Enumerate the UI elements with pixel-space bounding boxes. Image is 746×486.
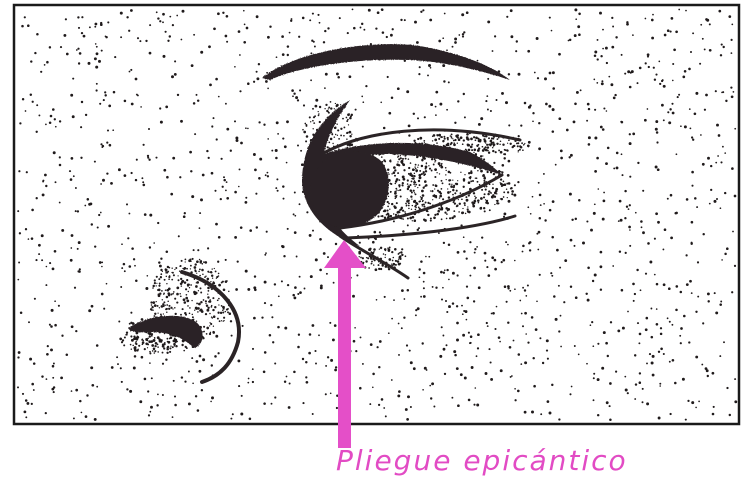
caption-label: Pliegue epicántico	[336, 444, 628, 477]
pointer-arrow-shaft	[338, 262, 351, 448]
